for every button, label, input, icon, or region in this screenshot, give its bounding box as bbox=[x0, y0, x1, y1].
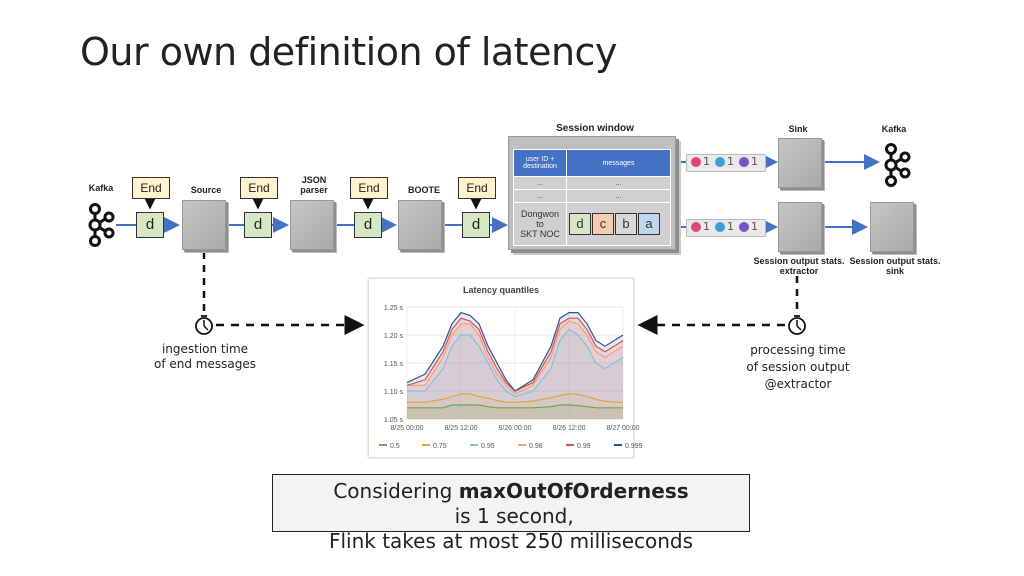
x-tick-label: 8/25 12:00 bbox=[444, 425, 477, 432]
pink-dot-icon bbox=[691, 156, 701, 167]
session-dots: ... bbox=[566, 176, 671, 190]
extractor-operator bbox=[778, 202, 822, 252]
x-tick-label: 8/27 00:00 bbox=[606, 425, 639, 432]
legend-label: 0.999 bbox=[625, 443, 643, 450]
d-message: d bbox=[462, 212, 490, 238]
stats-sink-operator bbox=[870, 202, 914, 252]
caption-box: Considering maxOutOfOrderness is 1 secon… bbox=[272, 474, 750, 553]
json-parser-operator bbox=[290, 200, 334, 250]
ingestion-time-annotation: ingestion time of end messages bbox=[154, 342, 256, 371]
stopwatch-icon bbox=[195, 315, 213, 335]
session-dots: ... bbox=[513, 176, 567, 190]
blue-dot-icon bbox=[715, 221, 725, 232]
output-stream-pill: 1 1 1 bbox=[686, 154, 766, 172]
series-line-0.999 bbox=[406, 311, 624, 392]
y-tick-label: 1.05 s bbox=[384, 417, 404, 424]
count-label: 1 bbox=[727, 220, 734, 233]
x-tick-label: 8/26 12:00 bbox=[552, 425, 585, 432]
kafka-source-label: Kafka bbox=[88, 183, 114, 193]
slide-title: Our own definition of latency bbox=[80, 30, 617, 74]
stopwatch-icon bbox=[788, 315, 806, 335]
output-stream-pill: 1 1 1 bbox=[686, 219, 766, 237]
caption-bold-term: maxOutOfOrderness bbox=[458, 479, 689, 503]
series-line-0.95 bbox=[407, 328, 624, 398]
d-message: d bbox=[244, 212, 272, 238]
series-line-0.5 bbox=[407, 404, 623, 409]
series-line-0.75 bbox=[407, 393, 623, 403]
session-window-title: Session window bbox=[556, 123, 634, 134]
session-row-key: Dongwon to SKT NOC bbox=[513, 202, 567, 246]
boote-stage-label: BOOTE bbox=[407, 185, 440, 195]
d-message: d bbox=[136, 212, 164, 238]
legend-label: 0.75 bbox=[433, 443, 447, 450]
purple-dot-icon bbox=[739, 221, 749, 232]
source-operator bbox=[182, 200, 226, 250]
latency-chart: Latency quantiles 1.05 s 1.10 s 1.15 s 1.20 … bbox=[379, 285, 643, 450]
x-tick-label: 8/25 00:00 bbox=[390, 425, 423, 432]
legend-label: 0.5 bbox=[390, 443, 400, 450]
count-label: 1 bbox=[703, 220, 710, 233]
series-area-0.999 bbox=[407, 312, 623, 419]
pink-dot-icon bbox=[691, 221, 701, 232]
series-area-0.98 bbox=[407, 321, 623, 419]
session-message-a: a bbox=[638, 213, 660, 235]
caption-text: is 1 second, bbox=[448, 504, 574, 528]
series-area-0.95 bbox=[407, 329, 623, 419]
series-line-0.98 bbox=[407, 320, 624, 395]
kafka-sink-label: Kafka bbox=[881, 124, 907, 134]
y-tick-label: 1.15 s bbox=[384, 361, 404, 368]
end-marker: End bbox=[458, 177, 496, 199]
legend-label: 0.95 bbox=[481, 443, 495, 450]
session-header-messages: messages bbox=[566, 149, 671, 177]
kafka-logo-icon bbox=[88, 203, 115, 247]
y-tick-label: 1.20 s bbox=[384, 333, 404, 340]
legend-label: 0.99 bbox=[577, 443, 591, 450]
kafka-logo-icon bbox=[884, 143, 911, 187]
latency-chart-panel: Latency quantiles 1.05 s 1.10 s 1.15 s 1.20 … bbox=[368, 278, 643, 458]
series-area-0.5 bbox=[407, 405, 623, 419]
session-message-d: d bbox=[569, 213, 591, 235]
series-area-0.75 bbox=[407, 393, 623, 419]
session-message-c: c bbox=[592, 213, 614, 235]
legend-label: 0.98 bbox=[529, 443, 543, 450]
end-marker: End bbox=[350, 177, 388, 199]
source-stage-label: Source bbox=[190, 185, 222, 195]
session-dots: ... bbox=[566, 189, 671, 203]
session-message-b: b bbox=[615, 213, 637, 235]
session-window-table: user ID + destination messages ... ... .… bbox=[513, 149, 671, 246]
y-tick-label: 1.25 s bbox=[384, 305, 404, 312]
count-label: 1 bbox=[703, 155, 710, 168]
caption-line-1: Considering maxOutOfOrderness is 1 secon… bbox=[273, 479, 749, 529]
caption-line-2: Flink takes at most 250 milliseconds bbox=[328, 529, 694, 553]
count-label: 1 bbox=[751, 155, 758, 168]
count-label: 1 bbox=[751, 220, 758, 233]
stats-sink-label: Session output stats. sink bbox=[849, 256, 941, 276]
json-parser-stage-label: JSON parser bbox=[300, 175, 328, 195]
end-marker: End bbox=[132, 177, 170, 199]
blue-dot-icon bbox=[715, 156, 725, 167]
sink-label: Sink bbox=[788, 124, 808, 134]
x-tick-label: 8/26 00:00 bbox=[498, 425, 531, 432]
session-dots: ... bbox=[513, 189, 567, 203]
count-label: 1 bbox=[727, 155, 734, 168]
d-message: d bbox=[354, 212, 382, 238]
caption-text: Considering bbox=[333, 479, 459, 503]
end-marker: End bbox=[240, 177, 278, 199]
processing-time-annotation: processing time of session output @extra… bbox=[746, 343, 850, 391]
y-tick-label: 1.10 s bbox=[384, 389, 404, 396]
extractor-label: Session output stats. extractor bbox=[753, 256, 845, 276]
session-window: user ID + destination messages ... ... .… bbox=[508, 136, 676, 250]
boote-operator bbox=[398, 200, 442, 250]
chart-title: Latency quantiles bbox=[463, 285, 539, 295]
sink-operator bbox=[778, 138, 822, 188]
session-header-key: user ID + destination bbox=[513, 149, 567, 177]
purple-dot-icon bbox=[739, 156, 749, 167]
